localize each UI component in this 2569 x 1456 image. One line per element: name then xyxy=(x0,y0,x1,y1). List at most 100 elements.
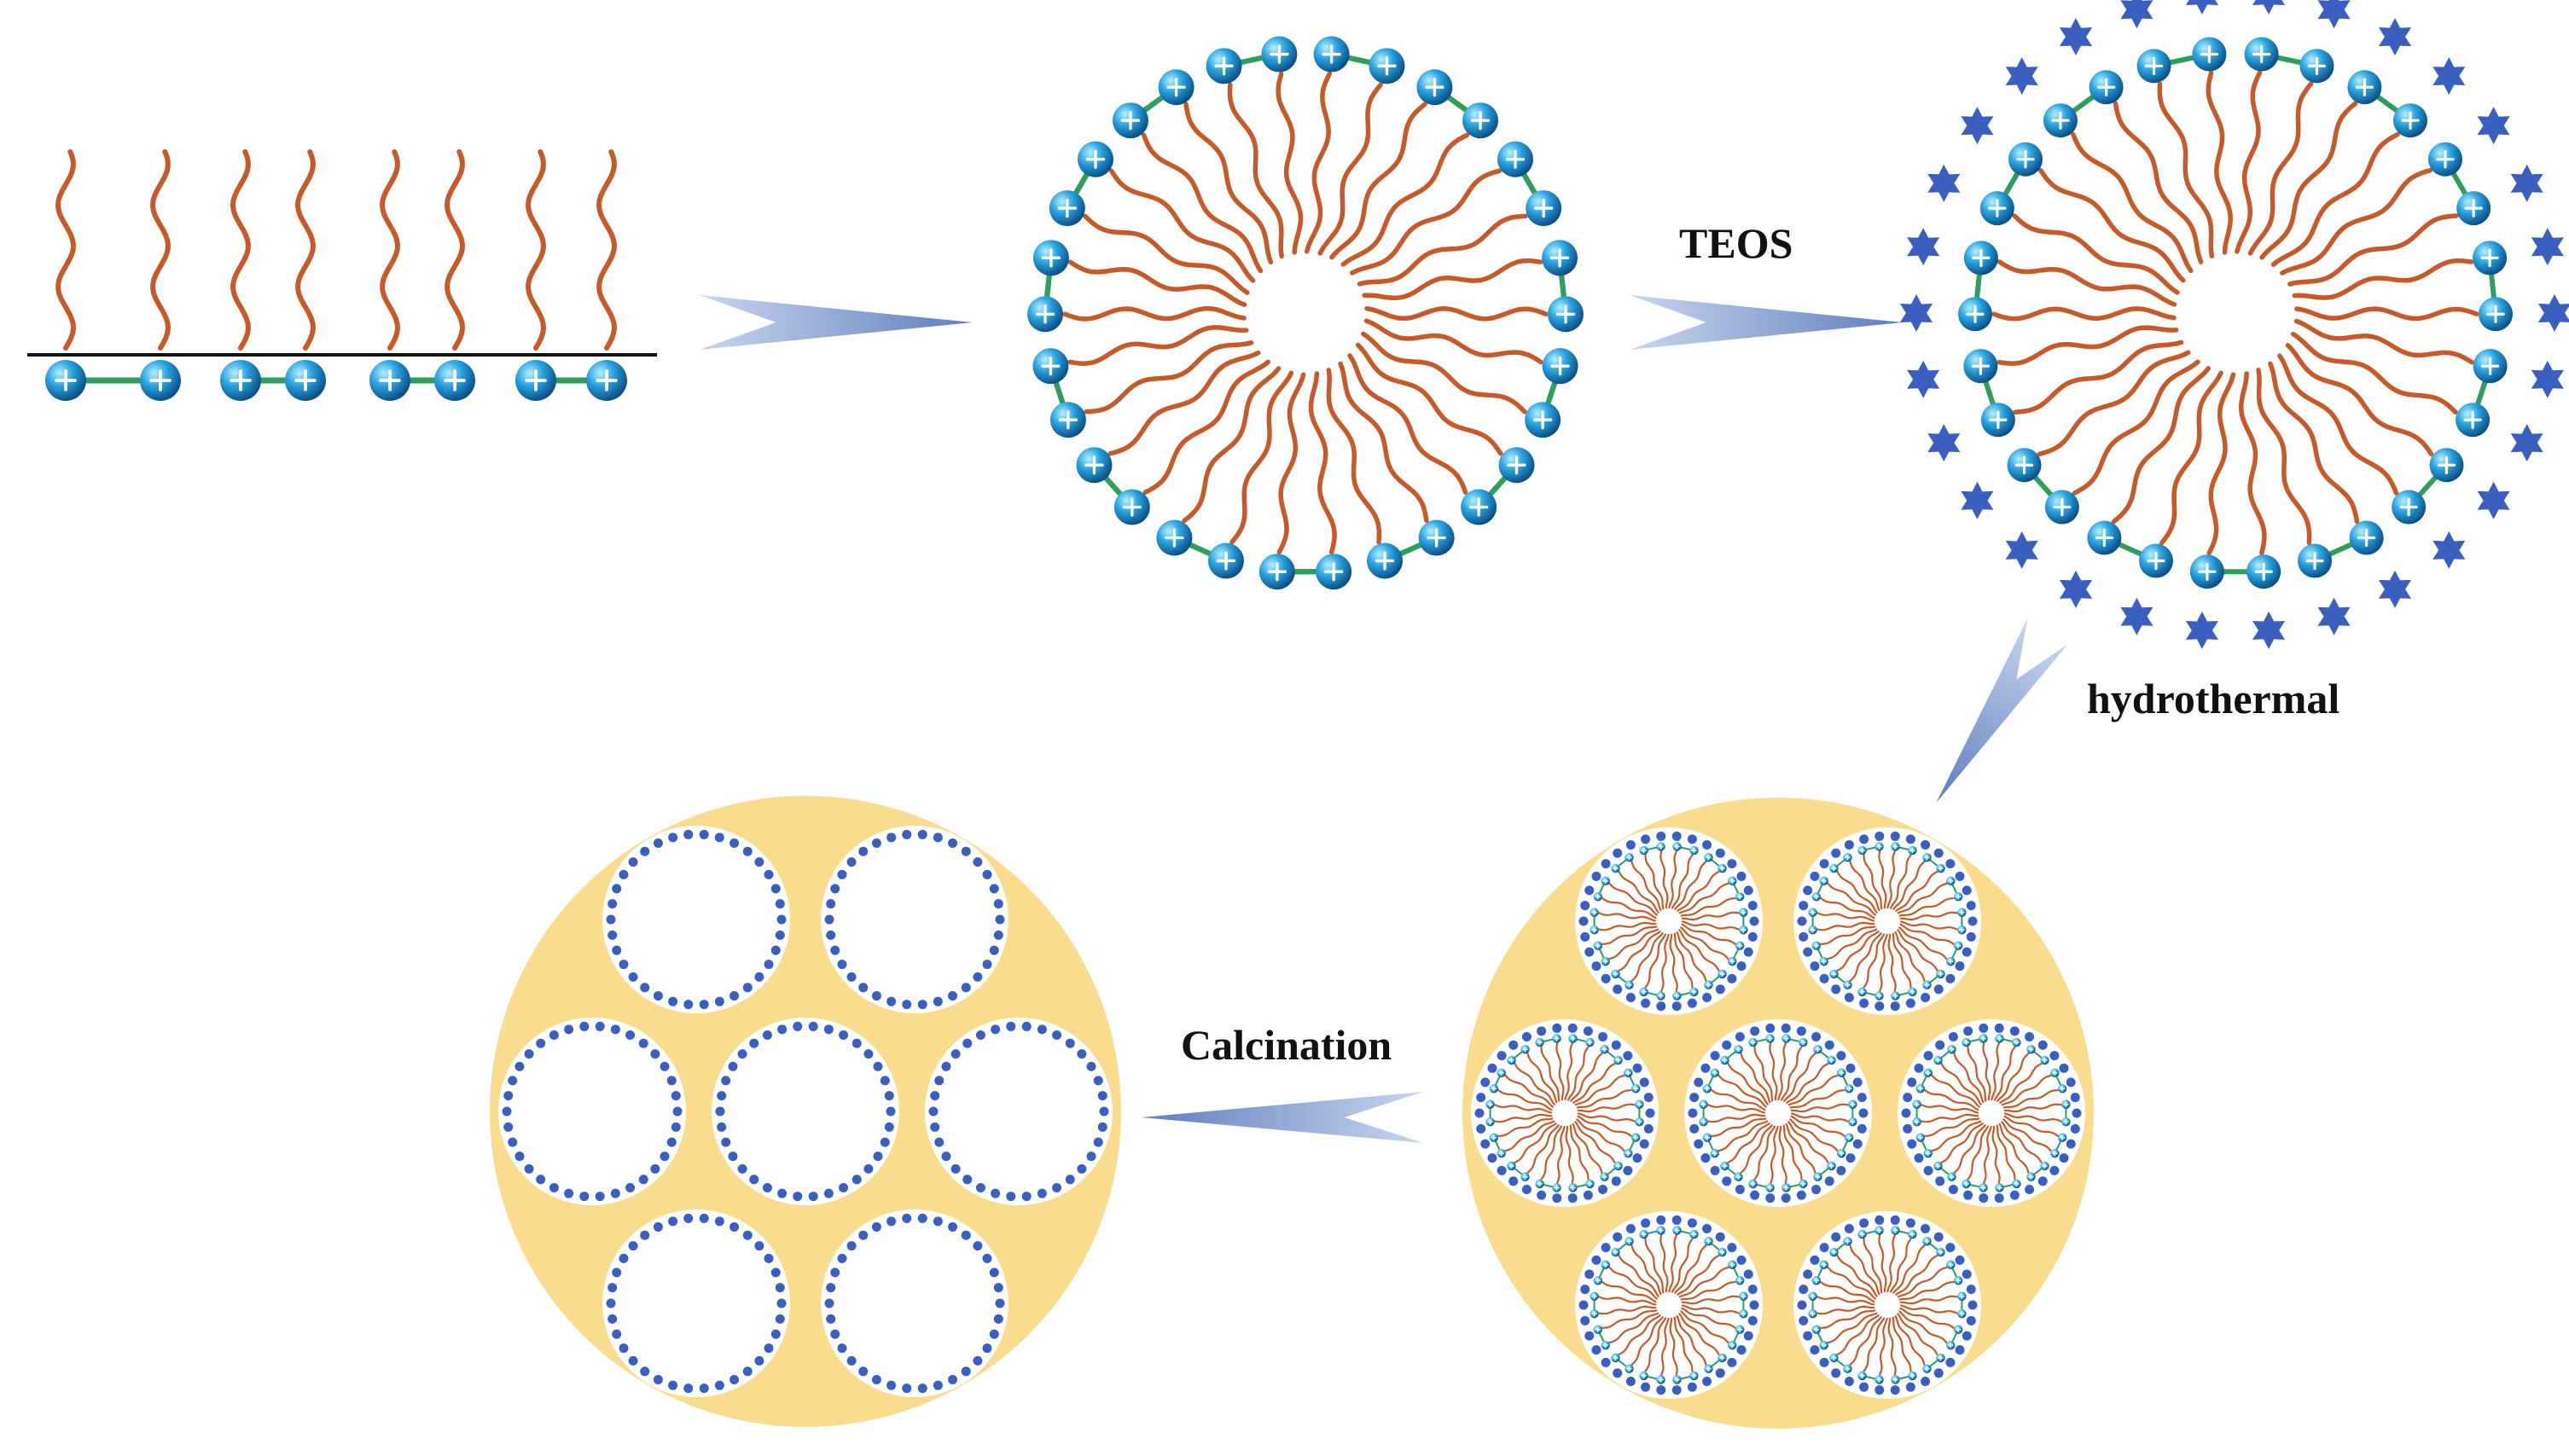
cationic-head-icon xyxy=(1689,845,1699,856)
silica-dot xyxy=(1905,998,1915,1008)
surfactant-tail xyxy=(1849,1316,1882,1366)
cationic-head-icon xyxy=(1585,1037,1595,1047)
silica-dot xyxy=(749,1175,759,1185)
silica-dot xyxy=(671,1091,681,1101)
cationic-head-icon xyxy=(1891,991,1900,1001)
silica-dot xyxy=(638,1038,648,1048)
cationic-head-icon xyxy=(1857,845,1867,856)
surfactant-tail xyxy=(1644,933,1667,989)
silica-dot xyxy=(1702,1223,1712,1233)
cationic-head-icon xyxy=(2456,191,2491,226)
silica-dot xyxy=(1819,859,1829,869)
surfactant-tail xyxy=(1678,882,1729,914)
surfactant-tail xyxy=(1494,1113,1553,1123)
silica-dot xyxy=(1632,1063,1642,1073)
silica-dot xyxy=(579,1192,590,1202)
silica-dot xyxy=(1086,1151,1096,1162)
silica-dot xyxy=(934,1137,944,1147)
silica-dot xyxy=(917,1000,927,1010)
silica-dot xyxy=(1583,1190,1593,1200)
silica-dot xyxy=(653,838,663,848)
silica-dot xyxy=(823,1024,834,1035)
cationic-head-icon xyxy=(2026,1045,2036,1054)
silica-dot xyxy=(1687,1382,1697,1392)
cationic-head-icon xyxy=(1672,1375,1682,1384)
cationic-head-icon xyxy=(1525,402,1561,438)
silica-dot xyxy=(1643,1093,1654,1103)
silica-dot xyxy=(619,869,629,879)
silica-dot xyxy=(962,1175,973,1185)
silica-dot xyxy=(851,1175,862,1185)
surfactant-tail xyxy=(1681,911,1740,921)
cationic-head-icon xyxy=(1857,987,1867,997)
surfactant-tail xyxy=(1999,1063,2043,1104)
cationic-head-icon xyxy=(1520,1172,1530,1181)
cationic-head-icon xyxy=(2456,403,2491,438)
surfactant-tail xyxy=(1514,1122,1557,1163)
cationic-head-icon xyxy=(1808,908,1817,917)
surfactant-tail xyxy=(1601,1309,1658,1329)
six-point-star-icon xyxy=(2185,612,2218,649)
silica-dot xyxy=(508,1076,518,1086)
surfactant-tail xyxy=(1827,928,1878,960)
surfactant-tail xyxy=(149,149,171,351)
silica-dot xyxy=(1831,848,1841,858)
silica-dot xyxy=(660,1061,670,1071)
step-label-teos: TEOS xyxy=(1679,219,1793,267)
surfactant-tail xyxy=(1878,850,1887,909)
cationic-head-icon xyxy=(1908,987,1917,997)
silica-dot xyxy=(1966,1285,1976,1295)
cationic-head-icon xyxy=(1735,1325,1745,1334)
surfactant-tail xyxy=(1577,1115,1632,1137)
silica-dot xyxy=(1641,1218,1651,1228)
silica-dot xyxy=(610,1188,620,1198)
silica-dot xyxy=(884,1122,894,1132)
silica-dot xyxy=(1747,931,1758,942)
silica-dot xyxy=(948,1221,958,1232)
silica-dot xyxy=(1715,1368,1725,1378)
silica-dot xyxy=(1497,1051,1507,1061)
silica-dot xyxy=(1803,885,1813,896)
silica-dot xyxy=(619,960,629,970)
silica-dot xyxy=(1580,931,1590,942)
silica-dot xyxy=(863,1163,874,1174)
silica-dot xyxy=(1639,1139,1649,1149)
surfactant-tail xyxy=(1598,1296,1656,1306)
surfactant-tail xyxy=(1608,1266,1658,1300)
cationic-head-icon xyxy=(1112,102,1148,139)
surfactant-tail xyxy=(1780,1046,1803,1101)
silica-dot xyxy=(742,983,753,993)
silica-dot xyxy=(1583,1026,1593,1036)
silica-dot xyxy=(917,829,927,839)
silica-dot xyxy=(762,1030,772,1040)
cationic-head-icon xyxy=(2192,37,2227,72)
silica-dot xyxy=(839,1030,849,1040)
surfactant-tail xyxy=(2072,359,2200,496)
surfactant-tail xyxy=(1892,1316,1912,1372)
cationic-head-icon xyxy=(1995,1183,2004,1192)
cationic-head-icon xyxy=(1702,1084,1712,1093)
silica-dot xyxy=(1611,1040,1621,1050)
silica-dot xyxy=(1955,871,1965,881)
six-point-star-icon xyxy=(2531,360,2564,398)
six-point-star-icon xyxy=(2252,0,2286,15)
surfactant-tail xyxy=(1993,1046,2016,1101)
cationic-head-icon xyxy=(45,360,86,401)
surfactant-tail xyxy=(2159,370,2223,546)
surfactant-tail xyxy=(1678,1313,1720,1355)
channel xyxy=(1793,827,1981,1015)
surfactant-tail xyxy=(1827,882,1876,916)
surfactant-tail xyxy=(1897,929,1938,972)
silica-dot xyxy=(666,1076,677,1086)
surfactant-tail xyxy=(1894,931,1926,982)
silica-dot xyxy=(1945,973,1956,983)
cationic-head-icon xyxy=(2061,1099,2071,1109)
silica-dot xyxy=(728,1061,738,1071)
silica-dot xyxy=(1097,1091,1107,1101)
cationic-head-icon xyxy=(1547,296,1584,333)
cationic-head-icon xyxy=(2040,1055,2049,1065)
silica-dot xyxy=(989,1329,999,1339)
surfactant-tail xyxy=(1777,1042,1787,1100)
surfactant-tail xyxy=(2259,101,2358,260)
